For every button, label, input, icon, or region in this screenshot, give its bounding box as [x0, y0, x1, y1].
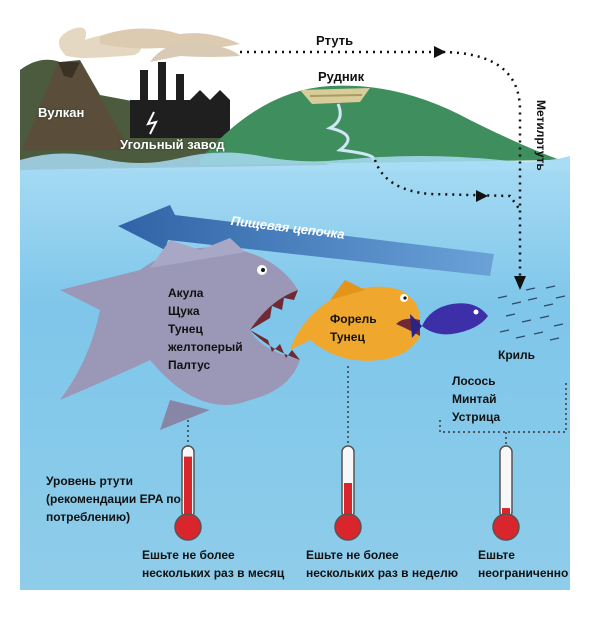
thermometer-bulb: [174, 513, 202, 541]
krill-mark: [499, 329, 510, 333]
thermometer-mercury-fill: [344, 483, 352, 516]
advice-line: нескольких раз в месяц: [142, 566, 285, 580]
advice-line: Ешьте: [478, 548, 515, 562]
large-fish-item: Акула: [168, 286, 204, 300]
advice-month: Ешьте не более нескольких раз в месяц: [142, 546, 284, 582]
krill-mark: [527, 297, 538, 301]
legend-line: Уровень ртути: [46, 474, 133, 488]
shoreline: [20, 152, 570, 170]
krill-mark: [533, 331, 544, 335]
factory-icon: [130, 43, 240, 138]
large-fish-item: Тунец: [168, 322, 203, 336]
legend-line: потреблению): [46, 510, 131, 524]
thermometer-bulb: [334, 513, 362, 541]
advice-line: нескольких раз в неделю: [306, 566, 458, 580]
volcano-label: Вулкан: [38, 105, 85, 120]
mine-icon: [300, 88, 375, 162]
advice-line: неограниченно: [478, 566, 569, 580]
small-fish-item: Устрица: [452, 410, 501, 424]
advice-unlimited: Ешьте неограниченно: [478, 546, 568, 582]
small-fish-bracket: [439, 380, 567, 433]
hill: [200, 85, 560, 165]
mine-label: Рудник: [318, 69, 365, 84]
thermometer-mercury-fill: [184, 456, 192, 516]
thermometer-icon-month: [174, 445, 202, 541]
krill-mark: [505, 313, 516, 317]
volcano-icon: [22, 27, 240, 150]
advice-line: Ешьте не более: [306, 548, 399, 562]
medium-fish-item: Тунец: [330, 330, 365, 344]
medium-fish-list: Форель Тунец: [330, 310, 377, 346]
big-fish: [60, 238, 300, 430]
legend-line: (рекомендации EPA по: [46, 492, 181, 506]
large-fish-item: Щука: [168, 304, 200, 318]
mercury-level-legend: Уровень ртути (рекомендации EPA по потре…: [46, 472, 181, 526]
large-fish-item: Палтус: [168, 358, 211, 372]
mercury-label: Ртуть: [316, 33, 354, 48]
krill-mark: [525, 287, 536, 291]
mercury-flow-arrow: [240, 46, 526, 290]
advice-line: Ешьте не более: [142, 548, 235, 562]
krill-label: Криль: [498, 348, 536, 362]
methylmercury-label: Метилртуть: [534, 100, 548, 171]
small-fish: [410, 303, 488, 338]
krill-mark: [539, 315, 550, 319]
small-fish-item: Минтай: [452, 392, 497, 406]
krill-mark: [521, 319, 532, 323]
krill-mark: [553, 323, 564, 327]
coal-plant-label: Угольный завод: [120, 137, 225, 152]
krill-mark: [511, 301, 522, 305]
large-fish-list: Акула Щука Тунец желтоперый Палтус: [168, 284, 243, 374]
runoff-flow-arrow: [373, 159, 522, 211]
krill-mark: [515, 335, 526, 339]
thermometer-tube: [499, 445, 513, 519]
small-fish-list: Лосось Минтай Устрица: [452, 372, 500, 426]
krill-mark: [545, 285, 556, 289]
krill-mark: [549, 337, 560, 341]
thermometer-mercury-fill: [502, 508, 510, 516]
krill-mark: [543, 303, 554, 307]
krill-mark: [497, 295, 508, 299]
small-fish-item: Лосось: [452, 374, 496, 388]
krill-icon: [497, 285, 566, 341]
medium-fish-item: Форель: [330, 312, 377, 326]
advice-week: Ешьте не более нескольких раз в неделю: [306, 546, 458, 582]
thermometer-icon-week: [334, 445, 362, 541]
food-chain-arrow: [118, 205, 494, 276]
thermometer-icon-unlimited: [492, 445, 520, 541]
thermometer-bulb: [492, 513, 520, 541]
large-fish-item: желтоперый: [168, 340, 243, 354]
krill-mark: [555, 295, 566, 299]
